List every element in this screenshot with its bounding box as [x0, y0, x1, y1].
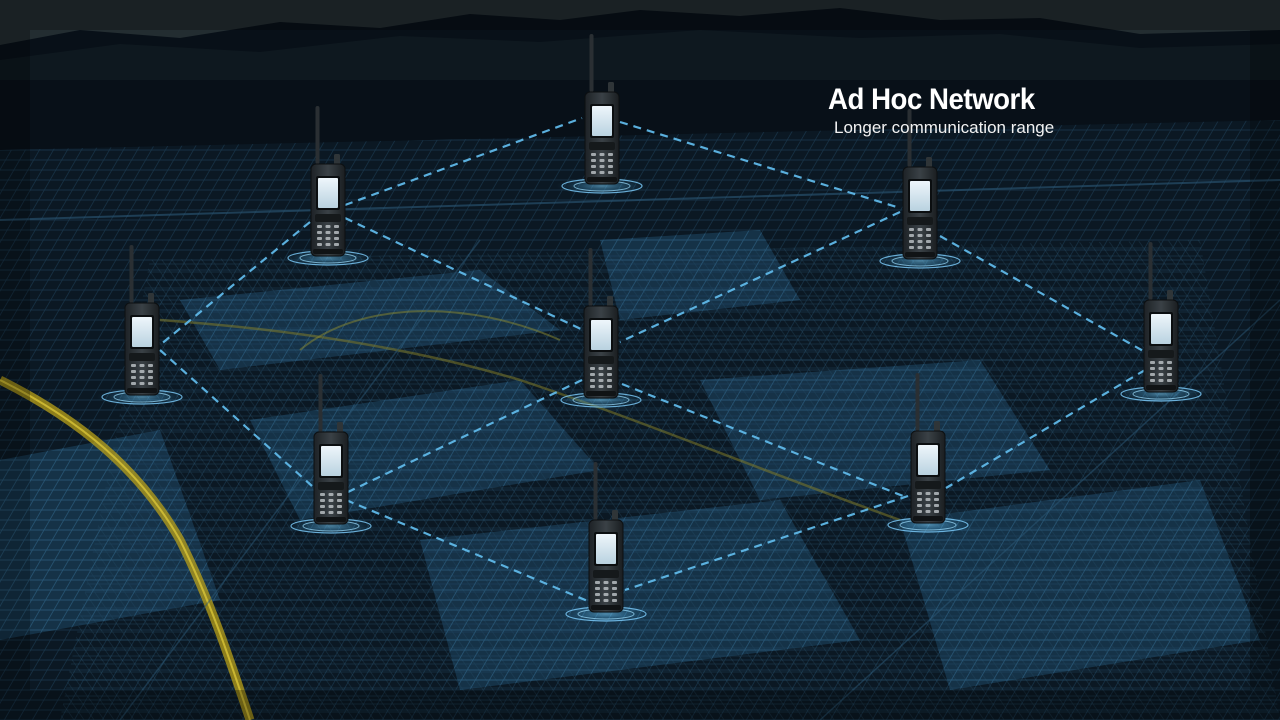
link-upperleft-left: [159, 221, 311, 346]
link-upperleft-top: [344, 116, 583, 207]
heading-block: Ad Hoc Network Longer communication rang…: [828, 82, 1128, 138]
page-title: Ad Hoc Network: [828, 83, 1035, 116]
link-upperleft-center: [344, 217, 584, 331]
link-upperright-right: [939, 235, 1146, 353]
link-right-lowerright: [945, 369, 1146, 489]
link-left-lowerleft: [159, 349, 313, 487]
network-links: [159, 116, 1146, 604]
link-center-lowerleft: [347, 379, 583, 493]
link-upperright-center: [619, 211, 901, 343]
link-center-lowerright: [621, 382, 909, 500]
link-lowerright-bottom: [624, 494, 909, 592]
page-subtitle: Longer communication range: [834, 118, 1055, 137]
link-lowerleft-bottom: [345, 498, 591, 604]
link-top-upperright: [619, 120, 901, 210]
